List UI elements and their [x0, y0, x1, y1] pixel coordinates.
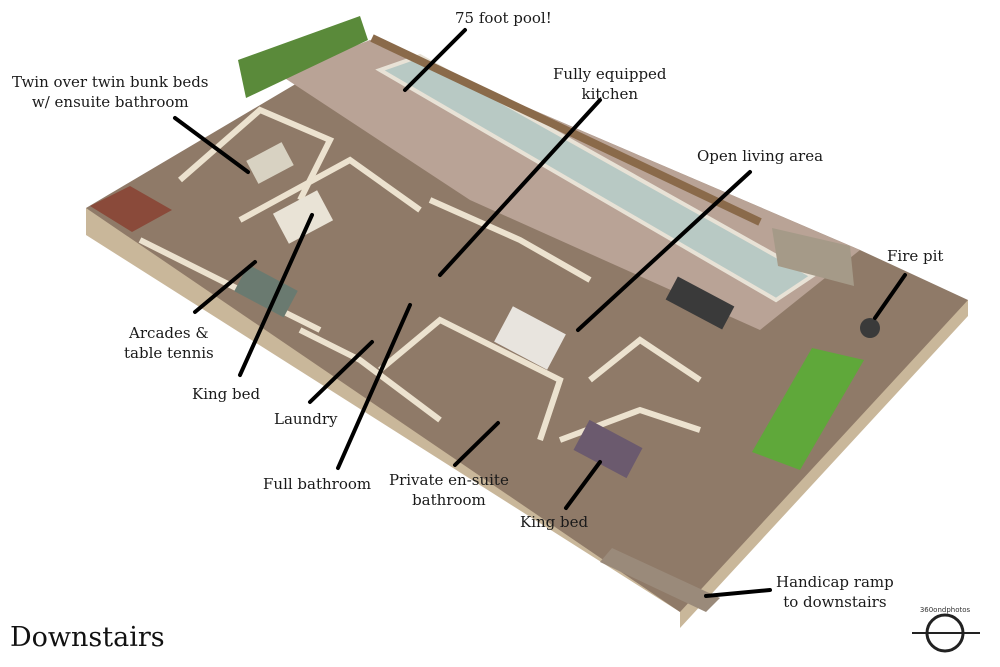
callout-king-bed-2: King bed [520, 512, 588, 532]
callout-kitchen-line2: kitchen [581, 85, 639, 103]
callout-king2-line1: King bed [520, 513, 589, 531]
stone-wall [772, 228, 854, 286]
callout-ensuite: Private en-suite bathroom [389, 470, 509, 510]
living-sofa [494, 306, 566, 370]
interior-walls [138, 106, 702, 443]
callout-ramp-line1: Handicap ramp [776, 573, 894, 591]
callout-pool: 75 foot pool! [455, 8, 552, 28]
callout-kitchen-line1: Fully equipped [553, 65, 667, 83]
callout-arcades-line2: table tennis [124, 344, 214, 362]
page-title: Downstairs [10, 622, 165, 653]
callout-full-bathroom: Full bathroom [263, 474, 371, 494]
dining-table [665, 276, 735, 330]
callout-handicap-ramp: Handicap ramp to downstairs [776, 572, 894, 612]
staircase [90, 186, 172, 232]
callout-living-area: Open living area [697, 146, 823, 166]
king-bed-2 [573, 419, 643, 479]
callout-bunk-line2: w/ ensuite bathroom [31, 93, 189, 111]
callout-ramp-line2: to downstairs [783, 593, 887, 611]
table-tennis [234, 264, 298, 318]
callout-kitchen: Fully equipped kitchen [553, 64, 667, 104]
callout-king-bed-1: King bed [192, 384, 260, 404]
callout-laundry-line1: Laundry [274, 410, 338, 428]
callout-pool-line1: 75 foot pool! [455, 9, 552, 27]
handicap-ramp [600, 548, 720, 612]
lawn [752, 348, 864, 470]
callout-king1-line1: King bed [192, 385, 261, 403]
callout-ensuite-line1: Private en-suite [389, 471, 509, 489]
watermark-logo: 360ondphotos [912, 606, 980, 653]
callout-firepit-line1: Fire pit [887, 247, 944, 265]
bunk-room-beds [246, 142, 294, 184]
svg-text:360ondphotos: 360ondphotos [920, 606, 971, 614]
leader-lines [173, 28, 907, 598]
callout-fullbath-line1: Full bathroom [263, 475, 372, 493]
fire-pit [860, 318, 880, 338]
back-fence [370, 34, 762, 226]
callout-bunk-beds: Twin over twin bunk beds w/ ensuite bath… [12, 72, 209, 112]
callout-arcades: Arcades & table tennis [124, 323, 214, 363]
hedge [238, 16, 368, 98]
pool [375, 53, 816, 303]
callout-arcades-line1: Arcades & [129, 324, 209, 342]
callout-living-line1: Open living area [697, 147, 824, 165]
king-bed-1 [272, 190, 334, 244]
callout-laundry: Laundry [274, 409, 337, 429]
callout-bunk-line1: Twin over twin bunk beds [12, 73, 209, 91]
callout-ensuite-line2: bathroom [412, 491, 486, 509]
callout-fire-pit: Fire pit [887, 246, 943, 266]
